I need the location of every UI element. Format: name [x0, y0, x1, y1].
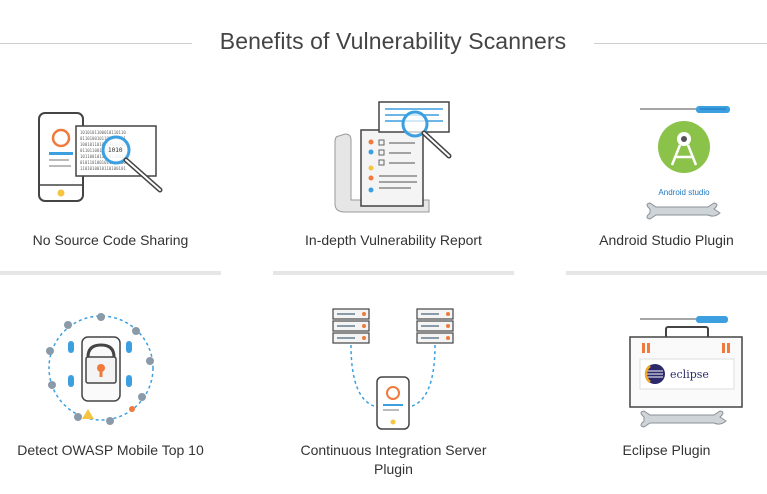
svg-text:1010: 1010	[108, 147, 123, 154]
eclipse-badge: eclipse	[670, 368, 709, 381]
svg-text:1101010010110100101: 1101010010110100101	[80, 166, 126, 171]
benefit-label: No Source Code Sharing	[32, 232, 189, 248]
card-divider	[273, 271, 514, 275]
owasp-locked-phone-icon	[38, 305, 164, 431]
report-scroll-magnifier-icon	[331, 100, 457, 216]
ci-servers-phone-icon	[331, 305, 457, 433]
benefit-label-line-2: Plugin	[374, 461, 413, 477]
android-studio-badge: Android studio	[658, 188, 710, 197]
benefit-label: Eclipse Plugin	[622, 442, 711, 458]
svg-text:1010101100010110110: 1010101100010110110	[80, 130, 126, 135]
card-divider	[566, 271, 767, 275]
heading-divider-left	[0, 43, 192, 44]
benefit-card-eclipse: eclipse Eclipse Plugin	[566, 303, 767, 494]
benefit-card-android-studio: Android studio Android Studio Plugin	[566, 95, 767, 277]
benefit-label: Detect OWASP Mobile Top 10	[17, 442, 204, 458]
svg-text:0110100101101001011: 0110100101101001011	[80, 136, 126, 141]
benefit-card-no-source-code: 1010101100010110110 0110100101101001011 …	[0, 95, 221, 277]
android-studio-tools-icon: Android studio	[638, 105, 734, 221]
svg-text:0101101001011010100: 0101101001011010100	[80, 160, 126, 165]
card-divider	[0, 271, 221, 275]
benefit-label: Continuous Integration Server Plugin	[273, 441, 514, 479]
benefit-card-ci-server: Continuous Integration Server Plugin	[273, 303, 514, 494]
eclipse-toolbox-icon: eclipse	[628, 315, 746, 431]
heading-divider-right	[594, 43, 767, 44]
benefit-label: Android Studio Plugin	[599, 232, 734, 248]
section-header: Benefits of Vulnerability Scanners	[0, 22, 767, 66]
benefit-label: In-depth Vulnerability Report	[305, 232, 482, 248]
benefit-label-line-1: Continuous Integration Server	[300, 442, 487, 458]
benefit-card-vulnerability-report: In-depth Vulnerability Report	[273, 95, 514, 277]
phone-code-magnifier-icon: 1010101100010110110 0110100101101001011 …	[36, 110, 168, 206]
page-title: Benefits of Vulnerability Scanners	[219, 28, 567, 54]
benefit-card-owasp: Detect OWASP Mobile Top 10	[0, 303, 221, 494]
